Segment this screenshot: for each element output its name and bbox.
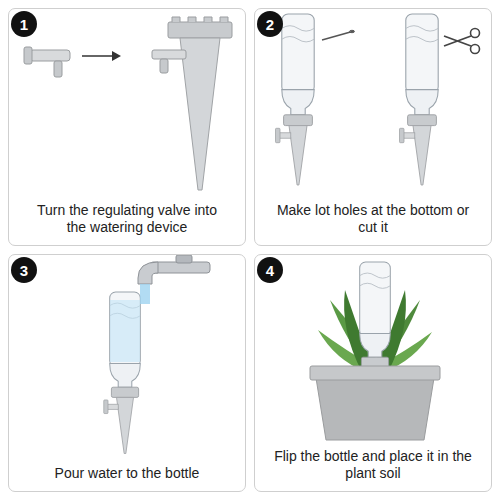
step-number-circle: 3: [11, 257, 37, 283]
step-number: 1: [20, 17, 28, 32]
water-stream: [140, 284, 150, 304]
step-caption: Turn the regulating valve into the water…: [32, 202, 222, 236]
valve-part: [54, 61, 62, 77]
step-panel: Turn the regulating valve into the water…: [8, 8, 246, 246]
needle: [322, 31, 354, 40]
step-arrowhead: [112, 51, 121, 61]
faucet-pipe: [150, 262, 210, 273]
needle-eye: [350, 30, 355, 32]
valve-part: [24, 47, 32, 64]
bottle-spike: [104, 292, 141, 454]
spike-cone: [180, 38, 220, 190]
spike-collar: [168, 22, 232, 38]
step-number-circle: 4: [257, 257, 283, 283]
step-number: 4: [266, 263, 274, 278]
step-panel: Flip the bottle and place it in the plan…: [254, 254, 492, 492]
plant-pot: [316, 378, 434, 440]
faucet-spout: [138, 262, 158, 284]
valve-part: [30, 50, 70, 61]
step-caption: Make lot holes at the bottom or cut it: [271, 202, 476, 236]
water: [110, 300, 140, 362]
step-number-circle: 1: [11, 11, 37, 37]
scissors-blade: [444, 36, 471, 46]
valve-part: [152, 50, 186, 59]
step-caption: Flip the bottle and place it in the plan…: [262, 448, 484, 482]
valve-part: [160, 59, 168, 73]
faucet-handle: [176, 255, 192, 263]
step-arrow: [82, 55, 112, 57]
scissors-blade: [444, 36, 471, 46]
step-number-circle: 2: [257, 11, 283, 37]
step-number: 2: [266, 17, 274, 32]
step-number: 3: [20, 263, 28, 278]
scissors-handle: [471, 45, 480, 54]
pot-rim: [310, 366, 440, 380]
bottle-spike: [400, 14, 439, 185]
bottle-spike: [276, 14, 315, 185]
scissors-handle: [471, 29, 480, 38]
step-caption: Pour water to the bottle: [55, 465, 200, 482]
step-panel: Pour water to the bottle 3: [8, 254, 246, 492]
step-panel: Make lot holes at the bottom or cut it 2: [254, 8, 492, 246]
collar-teeth: [172, 17, 228, 22]
